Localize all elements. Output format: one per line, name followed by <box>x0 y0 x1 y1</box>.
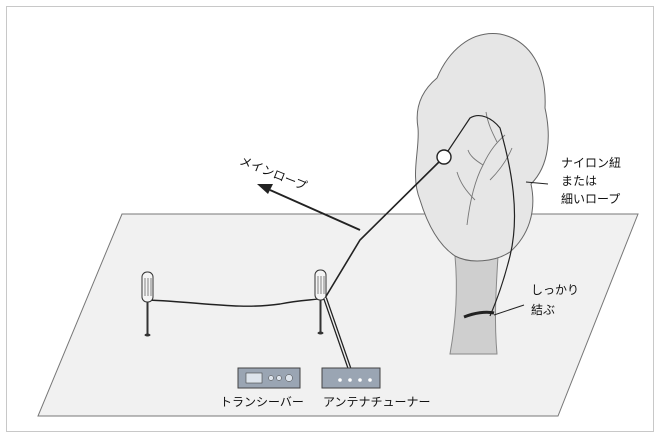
screwdriver-icon <box>141 271 154 337</box>
main-rope <box>324 156 445 299</box>
tie-pointer <box>493 304 525 316</box>
antenna-tuner-device <box>321 367 381 389</box>
tree-branch <box>456 171 476 201</box>
transceiver-device <box>237 367 301 389</box>
transceiver-label: トランシーバー <box>220 395 304 409</box>
nylon-pointer <box>525 181 549 185</box>
tree-canopy <box>414 33 549 262</box>
tree-branch <box>467 149 484 166</box>
tuner-label: アンテナチューナー <box>323 395 431 409</box>
tie-label-line2: 結ぶ <box>531 303 556 317</box>
ring-icon <box>436 149 452 165</box>
tree-trunk <box>449 255 499 355</box>
tie-label-line1: しっかり <box>531 283 580 297</box>
ground-wire <box>147 297 326 307</box>
tree-branch <box>485 111 498 143</box>
nylon-label-line3: 細いロープ <box>561 192 621 206</box>
tie-loop <box>463 310 495 319</box>
arrow-icon <box>257 184 361 231</box>
nylon-line <box>443 115 516 317</box>
tree-branch <box>489 147 513 181</box>
nylon-label-line2: または <box>561 174 598 188</box>
screwdriver-icon <box>314 269 327 335</box>
nylon-label-line1: ナイロン紐 <box>561 156 622 170</box>
feed-line-inner <box>324 297 351 371</box>
